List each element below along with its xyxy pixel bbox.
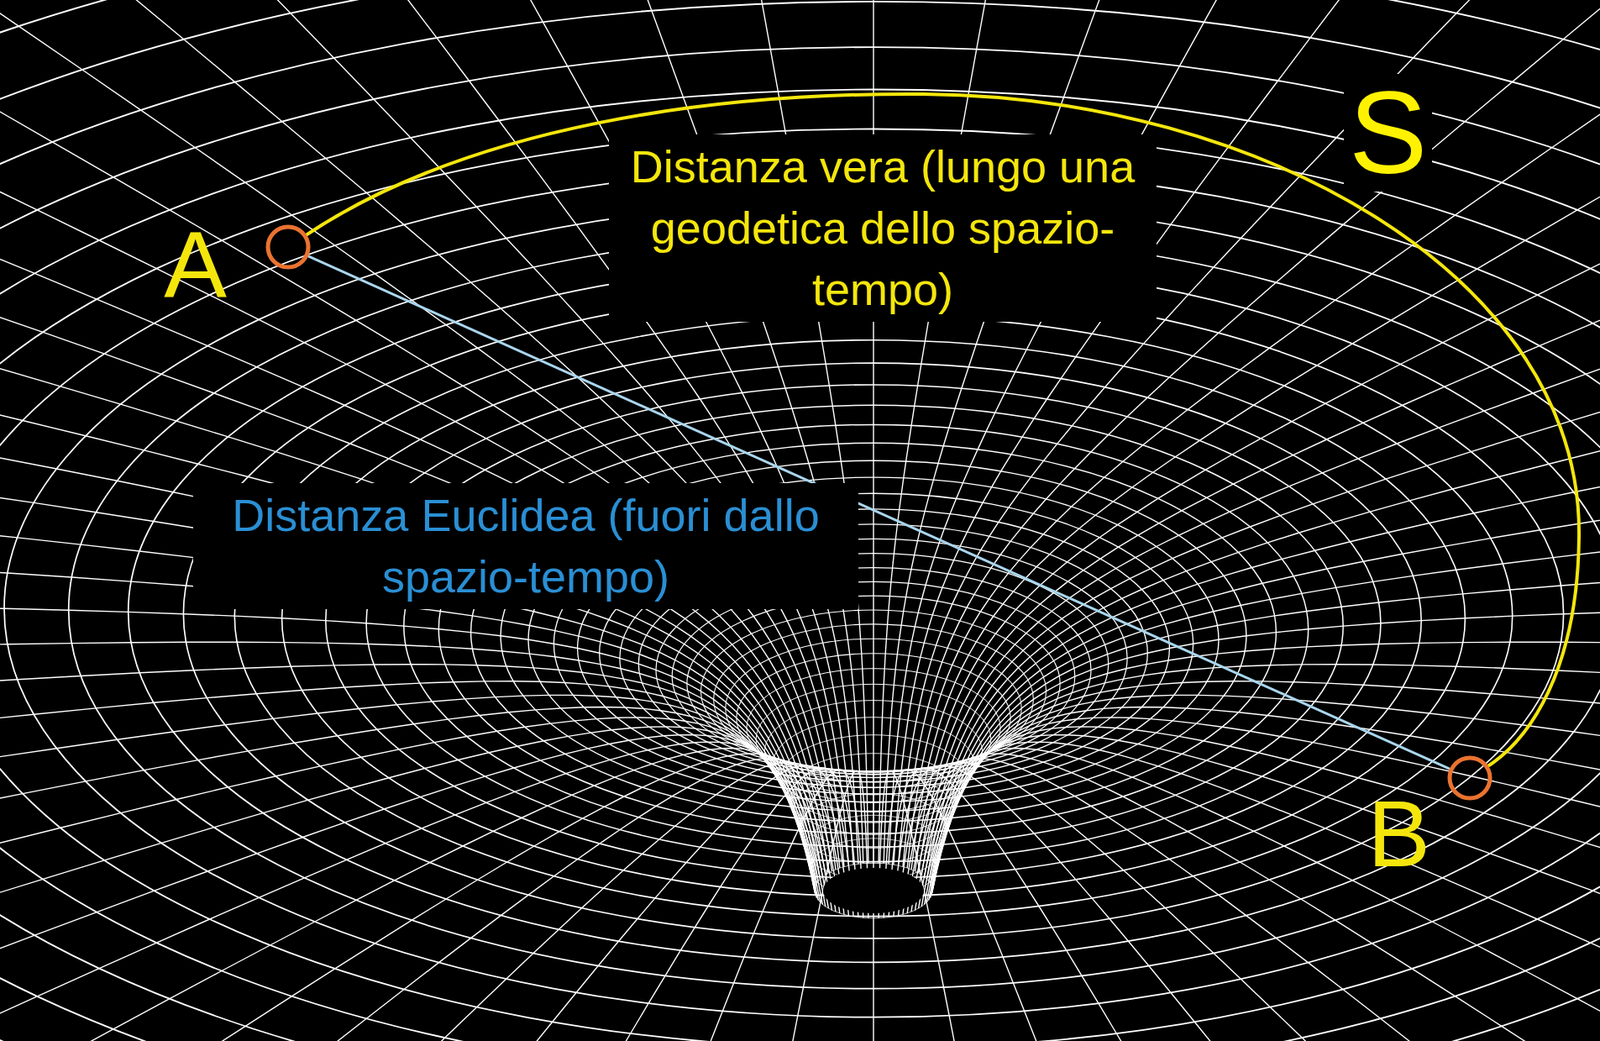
grid-radial xyxy=(0,641,815,893)
grid-ring xyxy=(4,199,1600,1018)
grid-radial xyxy=(0,0,836,870)
marker-circle xyxy=(1447,755,1493,801)
edge-label: Distanza Euclidea (fuori dallo spazio-te… xyxy=(193,482,859,609)
grid-radial xyxy=(921,726,1600,1041)
grid-radial xyxy=(907,753,1600,1041)
edge-label: Distanza vera (lungo una geodetica dello… xyxy=(608,134,1157,322)
grid-radial xyxy=(931,664,1600,896)
grid-radial xyxy=(348,767,859,1041)
grid-radial xyxy=(348,0,859,864)
grid-radial xyxy=(521,769,864,1041)
funnel-throat xyxy=(823,867,924,913)
grid-radial xyxy=(931,431,1600,887)
grid-radial xyxy=(932,596,1600,891)
grid-radial xyxy=(0,717,823,1041)
corner-letter: S xyxy=(1343,73,1433,192)
grid-radial xyxy=(180,0,855,865)
grid-radial xyxy=(16,761,849,1041)
grid-radial xyxy=(932,514,1600,889)
grid-radial xyxy=(924,717,1600,1041)
grid-radial xyxy=(888,0,1399,864)
grid-radial xyxy=(930,681,1600,898)
grid-radial xyxy=(893,0,1568,865)
grid-radial xyxy=(902,758,1600,1041)
grid-radial xyxy=(893,765,1568,1041)
marker-ring xyxy=(1449,757,1490,798)
grid-radial xyxy=(926,707,1600,1000)
grid-ring xyxy=(0,129,1600,1041)
grid-radial xyxy=(0,741,833,1041)
grid-radial xyxy=(0,758,845,1041)
grid-radial xyxy=(0,694,819,923)
grid-radial xyxy=(0,748,836,1041)
point-marker: B xyxy=(1447,755,1493,801)
grid-radial xyxy=(915,0,1600,871)
grid-radial xyxy=(697,0,869,863)
grid-radial xyxy=(898,761,1600,1041)
grid-radial xyxy=(872,0,874,863)
grid-radial xyxy=(932,641,1600,893)
point-letter: B xyxy=(1367,786,1431,882)
grid-radial xyxy=(907,0,1600,868)
grid-radial xyxy=(0,0,840,868)
grid-radial xyxy=(928,271,1600,882)
grid-radial xyxy=(918,734,1600,1041)
grid-radial xyxy=(883,769,1226,1041)
marker-circle xyxy=(265,224,311,270)
point-marker: A xyxy=(265,224,311,270)
geodesic-arc xyxy=(307,94,1580,766)
grid-radial xyxy=(888,767,1399,1041)
grid-radial xyxy=(16,0,849,866)
grid-radial xyxy=(898,0,1600,866)
grid-ring xyxy=(0,89,1600,1041)
grid-radial xyxy=(902,0,1600,867)
grid-radial xyxy=(918,0,1600,873)
point-letter: A xyxy=(163,217,227,312)
grid-radial xyxy=(915,741,1600,1041)
grid-ring xyxy=(0,47,1600,1041)
grid-radial xyxy=(911,0,1600,870)
marker-ring xyxy=(267,226,309,268)
grid-radial xyxy=(911,748,1600,1041)
grid-ring xyxy=(128,261,1600,962)
grid-radial xyxy=(0,707,821,1000)
grid-radial xyxy=(0,0,845,867)
grid-radial xyxy=(0,734,829,1041)
grid-radial xyxy=(0,664,816,896)
grid-radial xyxy=(0,596,815,891)
grid-radial xyxy=(0,681,817,898)
grid-radial xyxy=(0,0,829,873)
